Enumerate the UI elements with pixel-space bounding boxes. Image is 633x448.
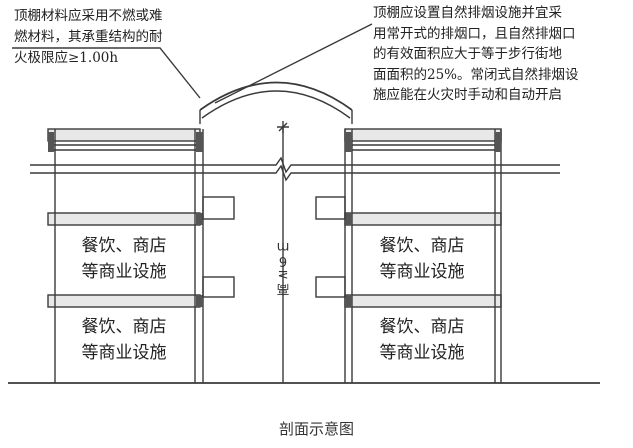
smoke-note-line-1: 顶棚应设置自然排烟设施并宜采 bbox=[373, 5, 562, 21]
smoke-note-line-4: 面面积的25%。常闭式自然排烟设 bbox=[373, 66, 579, 83]
ceiling-note-line-1: 顶棚材料应采用不燃或难 bbox=[14, 8, 163, 24]
shop-label-left-lower: 餐饮、商店 等商业设施 bbox=[54, 314, 194, 366]
shop-label-right-lower: 餐饮、商店 等商业设施 bbox=[352, 314, 492, 366]
shop-label-line: 等商业设施 bbox=[379, 262, 465, 282]
right-balcony-lower bbox=[315, 276, 346, 298]
left-balcony-lower bbox=[202, 276, 235, 298]
shop-label-line: 餐饮、商店 bbox=[379, 317, 465, 337]
shop-label-line: 餐饮、商店 bbox=[379, 236, 465, 256]
smoke-exhaust-note: 顶棚应设置自然排烟设施并宜采 用常开式的排烟口，且自然排烟口 的有效面积应大于等… bbox=[373, 3, 579, 106]
ceiling-note-line-2: 燃材料，其承重结构的耐 bbox=[14, 29, 163, 45]
leader-line-smoke-exhaust bbox=[214, 23, 373, 104]
ceiling-material-note: 顶棚材料应采用不燃或难 燃材料，其承重结构的耐 火极限应≥1.00h bbox=[14, 6, 163, 69]
right-floor-slab-upper bbox=[344, 212, 502, 226]
left-roof-slab bbox=[47, 128, 201, 142]
smoke-note-line-2: 用常开式的排烟口，且自然排烟口 bbox=[373, 25, 576, 42]
left-balcony-upper bbox=[202, 196, 235, 220]
smoke-note-line-3: 的有效面积应大于等于步行街地 bbox=[373, 46, 562, 62]
figure-caption: 剖面示意图 bbox=[278, 420, 354, 438]
left-building-block bbox=[47, 128, 235, 383]
smoke-note-line-5: 施应能在火灾时手动和自动开启 bbox=[373, 87, 562, 103]
shop-label-line: 等商业设施 bbox=[81, 343, 167, 363]
leader-line-ceiling bbox=[12, 47, 201, 99]
shop-label-line: 餐饮、商店 bbox=[81, 317, 167, 337]
right-floor-slab-lower bbox=[344, 294, 502, 308]
height-dimension bbox=[277, 121, 289, 383]
shop-label-line: 等商业设施 bbox=[81, 262, 167, 282]
right-balcony-upper bbox=[315, 196, 346, 220]
ceiling-note-line-3: 火极限应≥1.00h bbox=[14, 50, 119, 66]
break-lines bbox=[30, 156, 560, 182]
right-building-block bbox=[315, 128, 502, 383]
arched-roof bbox=[199, 81, 353, 124]
right-roof-slab bbox=[344, 128, 502, 142]
leader-lines bbox=[12, 23, 373, 104]
shop-label-line: 等商业设施 bbox=[379, 343, 465, 363]
left-floor-slab-upper bbox=[47, 212, 201, 226]
height-label: 高≥6m bbox=[276, 239, 290, 296]
shop-label-left-middle: 餐饮、商店 等商业设施 bbox=[54, 233, 194, 285]
shop-label-right-middle: 餐饮、商店 等商业设施 bbox=[352, 233, 492, 285]
left-floor-slab-lower bbox=[47, 294, 201, 308]
shop-label-line: 餐饮、商店 bbox=[81, 236, 167, 256]
